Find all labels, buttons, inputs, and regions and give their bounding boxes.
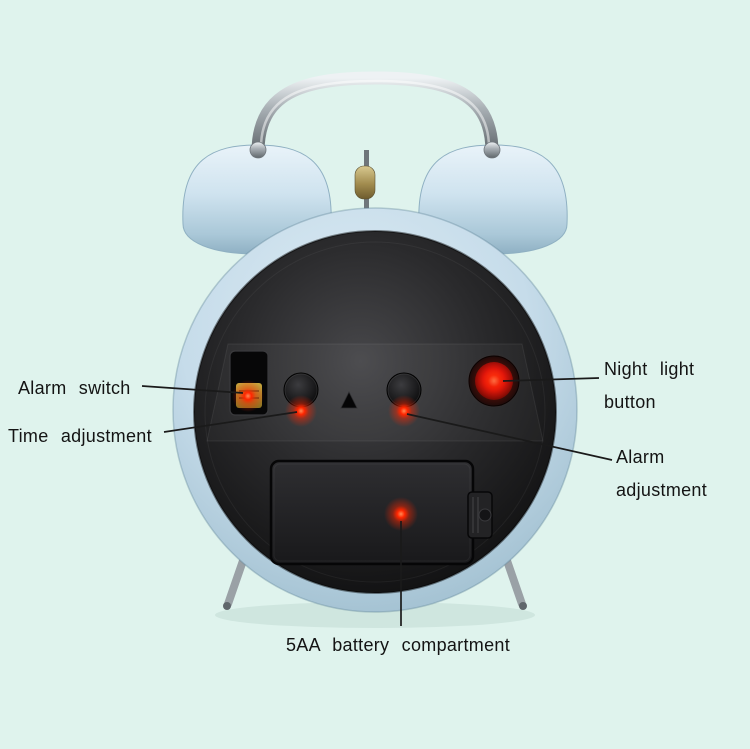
- back-panel-edge: [193, 230, 557, 594]
- label-alarm-adjustment-line2: adjustment: [616, 480, 708, 500]
- label-alarm-adjustment-line1: Alarm: [616, 447, 665, 467]
- leader-night-light: [502, 377, 600, 382]
- label-night-light-line1: Night light: [604, 359, 695, 379]
- label-night-light-line2: button: [604, 392, 656, 412]
- label-alarm-adjustment: Alarm adjustment: [616, 441, 707, 507]
- triangle-marker: [340, 391, 358, 409]
- bell-hammer: [354, 150, 376, 218]
- right-bell-screw: [483, 141, 501, 159]
- clock-body-rim: [172, 207, 578, 613]
- glow-alarm-switch: [232, 380, 264, 412]
- carry-handle: [251, 71, 499, 159]
- battery-latch: [467, 491, 493, 539]
- glow-battery: [384, 497, 418, 531]
- back-panel-seam: [204, 241, 546, 583]
- glow-time-adjustment: [285, 395, 317, 427]
- glow-night-light: [467, 354, 521, 408]
- leader-time-adjustment: [163, 411, 298, 433]
- leader-alarm-switch: [141, 385, 244, 394]
- left-bell-screw: [249, 141, 267, 159]
- glow-alarm-adjustment: [388, 395, 420, 427]
- control-plate: [206, 343, 544, 442]
- latch-icon: [478, 508, 492, 522]
- leader-alarm-adjustment: [406, 413, 613, 461]
- night-light-button-control: [467, 354, 521, 408]
- label-time-adjustment: Time adjustment: [8, 426, 152, 446]
- label-battery-compartment: 5AA battery compartment: [286, 635, 510, 655]
- ground-shadow: [215, 602, 535, 628]
- label-night-light-button: Night light button: [604, 353, 694, 419]
- label-alarm-switch: Alarm switch: [18, 378, 131, 398]
- indicator-glows: [232, 380, 420, 531]
- leader-lines: [141, 377, 613, 626]
- battery-door: [269, 459, 493, 566]
